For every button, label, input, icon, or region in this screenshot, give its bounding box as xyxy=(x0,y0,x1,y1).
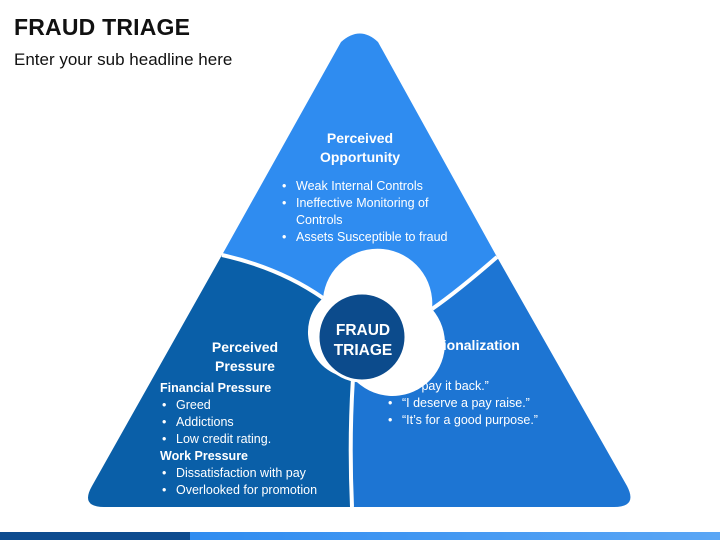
list-item: Greed xyxy=(160,397,350,414)
page-title: FRAUD TRIAGE xyxy=(14,14,191,40)
list-item: “I deserve a pay raise.” xyxy=(386,395,566,412)
center-label: FRAUD TRIAGE xyxy=(318,304,408,378)
rationalization-heading: Rationalization xyxy=(420,337,520,353)
list-item: Ineffective Monitoring of Controls xyxy=(280,195,450,229)
opportunity-heading: Perceived Opportunity xyxy=(300,129,420,167)
work-pressure-label: Work Pressure xyxy=(160,449,249,463)
list-item: Assets Susceptible to fraud xyxy=(280,229,450,246)
work-pressure-list: Dissatisfaction with pay Overlooked for … xyxy=(160,465,350,499)
center-label-line2: TRIAGE xyxy=(333,342,393,359)
separator-bottom xyxy=(348,377,355,508)
bottom-bar-dark xyxy=(0,532,190,540)
opportunity-list: Weak Internal Controls Ineffective Monit… xyxy=(280,178,450,246)
separator-right xyxy=(430,255,499,311)
rationalization-list: “I’ll pay it back.” “I deserve a pay rai… xyxy=(386,378,566,429)
list-item: Dissatisfaction with pay xyxy=(160,465,350,482)
list-item: “I’ll pay it back.” xyxy=(386,378,566,395)
opportunity-heading-line1: Perceived xyxy=(326,130,394,146)
pressure-heading-line2: Pressure xyxy=(215,358,275,374)
bottom-bar-light xyxy=(190,532,720,540)
list-item: Addictions xyxy=(160,414,350,431)
list-item: Weak Internal Controls xyxy=(280,178,450,195)
pressure-heading-line1: Perceived xyxy=(211,339,279,355)
center-circle xyxy=(316,291,408,383)
center-label-line1: FRAUD xyxy=(335,322,391,339)
list-item: Low credit rating. xyxy=(160,431,350,448)
financial-pressure-label: Financial Pressure xyxy=(160,381,272,395)
list-item: Overlooked for promotion xyxy=(160,482,350,499)
opportunity-heading-line2: Opportunity xyxy=(319,149,401,165)
pressure-heading: Perceived Pressure xyxy=(185,338,305,376)
list-item: “It’s for a good purpose.” xyxy=(386,412,566,429)
financial-pressure-list: Greed Addictions Low credit rating. xyxy=(160,397,350,448)
pressure-details: Financial Pressure Greed Addictions Low … xyxy=(160,380,350,499)
page-subtitle: Enter your sub headline here xyxy=(14,50,233,69)
separator-left xyxy=(221,253,325,300)
